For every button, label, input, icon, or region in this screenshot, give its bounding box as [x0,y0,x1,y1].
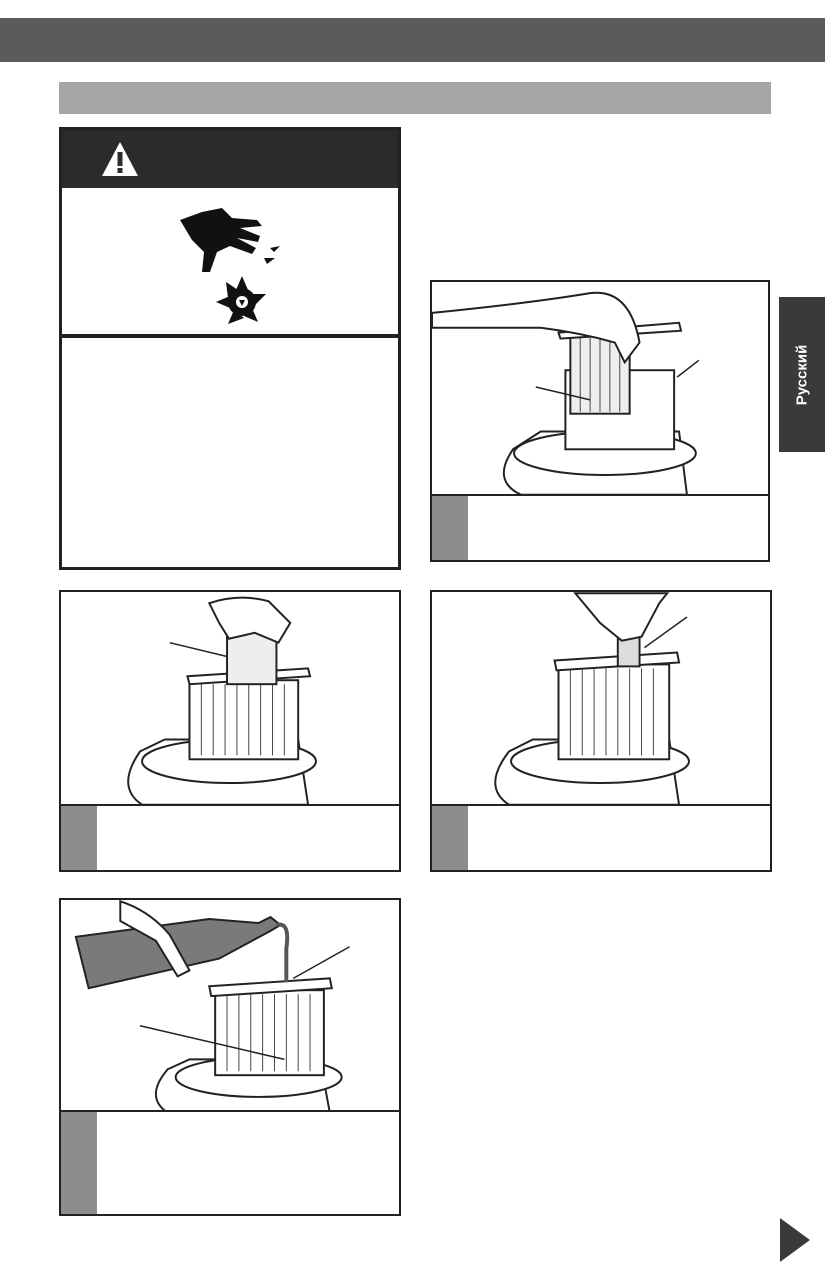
step-number [61,1112,97,1214]
step-caption-4 [61,1110,399,1214]
warning-triangle-icon [102,142,138,176]
step-figure-1 [430,280,770,562]
warning-header [62,130,398,188]
step-caption-2 [61,804,399,870]
language-tab-label: Русский [793,344,811,405]
next-page-arrow-icon[interactable] [778,1216,812,1264]
header-bar [0,18,825,62]
section-bar [59,82,771,114]
food-processor-illustration [432,291,700,496]
hand-blade-hazard-icon [180,208,280,324]
step-number [61,806,97,870]
step-figure-4 [59,898,401,1216]
step-number [432,806,468,870]
step-figure-2 [59,590,401,872]
warning-divider [62,334,398,338]
step-figure-3 [430,590,772,872]
food-processor-illustration [74,900,350,1114]
step-number [432,496,468,560]
food-processor-illustration [494,592,690,806]
step-caption-3 [432,804,770,870]
food-processor-illustration [127,596,317,806]
language-tab[interactable]: Русский [779,297,825,452]
step-caption-1 [432,494,768,560]
warning-box [59,127,401,570]
